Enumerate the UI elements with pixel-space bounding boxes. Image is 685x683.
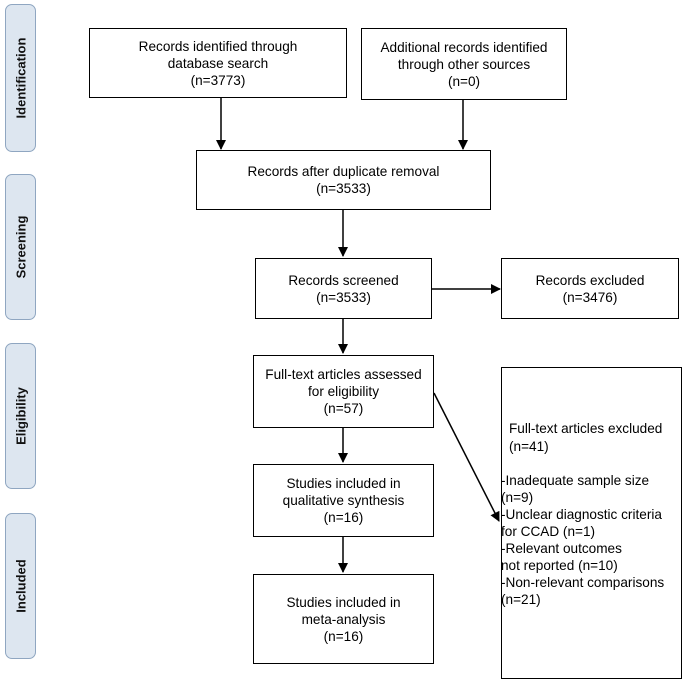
phase-included: Included (5, 513, 36, 659)
box-database-search: Records identified through database sear… (89, 28, 347, 98)
phase-identification: Identification (5, 4, 36, 152)
box-other-sources: Additional records identified through ot… (361, 28, 567, 100)
excluded-count: (n=41) (509, 439, 549, 454)
excluded-reason: -Inadequate sample size (501, 473, 650, 488)
excluded-reason: -Non-relevant comparisons (501, 575, 665, 590)
box-qualitative-synthesis: Studies included in qualitative synthesi… (253, 464, 434, 537)
arrow-fulltext-to-excluded (433, 392, 500, 522)
excluded-reason: -Unclear diagnostic criteria (501, 507, 662, 522)
excluded-reason: not reported (n=10) (501, 558, 618, 573)
box-records-excluded: Records excluded (n=3476) (501, 258, 679, 319)
box-fulltext-assessed: Full-text articles assessed for eligibil… (253, 355, 434, 428)
phase-screening: Screening (5, 174, 36, 320)
excluded-heading: Full-text articles excluded (509, 421, 663, 436)
excluded-reason: (n=21) (501, 592, 541, 607)
box-meta-analysis: Studies included in meta-analysis (n=16) (253, 574, 434, 664)
excluded-reason: -Relevant outcomes (501, 541, 622, 556)
box-records-screened: Records screened (n=3533) (255, 258, 432, 319)
excluded-reason: (n=9) (501, 490, 534, 505)
box-fulltext-excluded: Full-text articles excluded (n=41) -Inad… (501, 367, 682, 679)
box-after-duplicate-removal: Records after duplicate removal (n=3533) (196, 150, 491, 210)
excluded-reason: for CCAD (n=1) (501, 524, 596, 539)
phase-eligibility: Eligibility (5, 343, 36, 489)
